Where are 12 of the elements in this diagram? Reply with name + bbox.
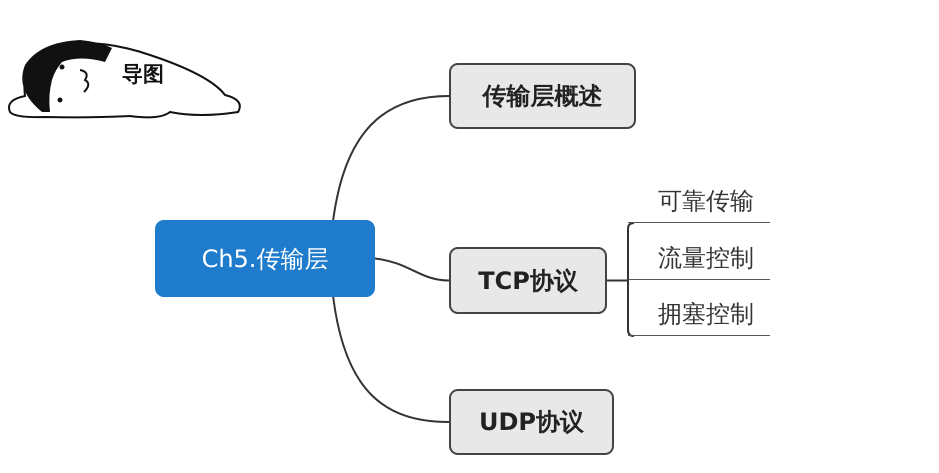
central-topic-box: Ch5.传输层 [155,220,375,297]
connector-line [332,296,450,423]
topic-box: TCP协议 [449,247,607,314]
connector-line [374,258,450,282]
subtopic-text: 可靠传输 [628,180,770,223]
connector-line [607,280,634,337]
connector-line [332,95,450,220]
caption-text: 导图 [122,61,164,88]
topic-box: 传输层概述 [449,63,636,129]
subtopic-text: 流量控制 [628,237,770,280]
subtopic-text: 拥塞控制 [628,293,770,336]
topic-box: UDP协议 [449,389,614,455]
